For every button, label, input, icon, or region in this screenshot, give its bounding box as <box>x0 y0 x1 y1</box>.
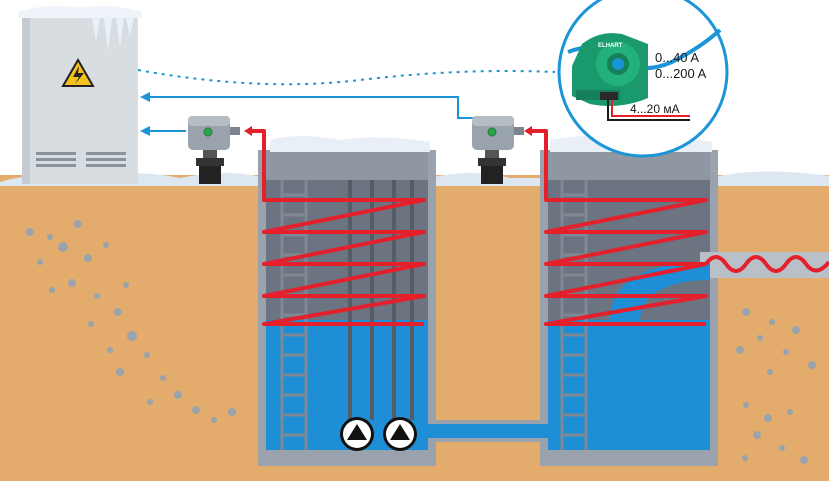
pump-icon <box>340 417 374 451</box>
pump-icon <box>383 417 417 451</box>
well-right-water <box>548 320 710 450</box>
current-sensor-right <box>472 116 524 184</box>
electrical-cabinet <box>18 5 142 184</box>
current-sensor-left <box>188 116 240 184</box>
soil-pebbles-right <box>736 308 816 464</box>
sensor-brand-label: ELHART <box>598 43 623 49</box>
heating-cable-left <box>244 126 426 326</box>
heating-cable-right <box>524 126 829 326</box>
well-left <box>258 136 436 466</box>
soil-pebbles-left <box>26 220 236 423</box>
heating-cable-pipe-trace <box>704 255 829 273</box>
range-low-label: 0...40 A <box>655 50 699 65</box>
cabinet-vents <box>36 152 126 167</box>
high-voltage-icon <box>61 57 95 87</box>
signal-lines <box>137 69 556 136</box>
output-signal-label: 4...20 мА <box>630 102 680 116</box>
signal-line-right-sensor <box>146 96 474 119</box>
sensor-callout: ELHART 0...40 A 0...200 A 4...20 мА <box>557 0 729 158</box>
elhart-sensor-icon <box>572 33 648 106</box>
inflow-stream <box>608 262 710 340</box>
range-high-label: 0...200 A <box>655 66 707 81</box>
